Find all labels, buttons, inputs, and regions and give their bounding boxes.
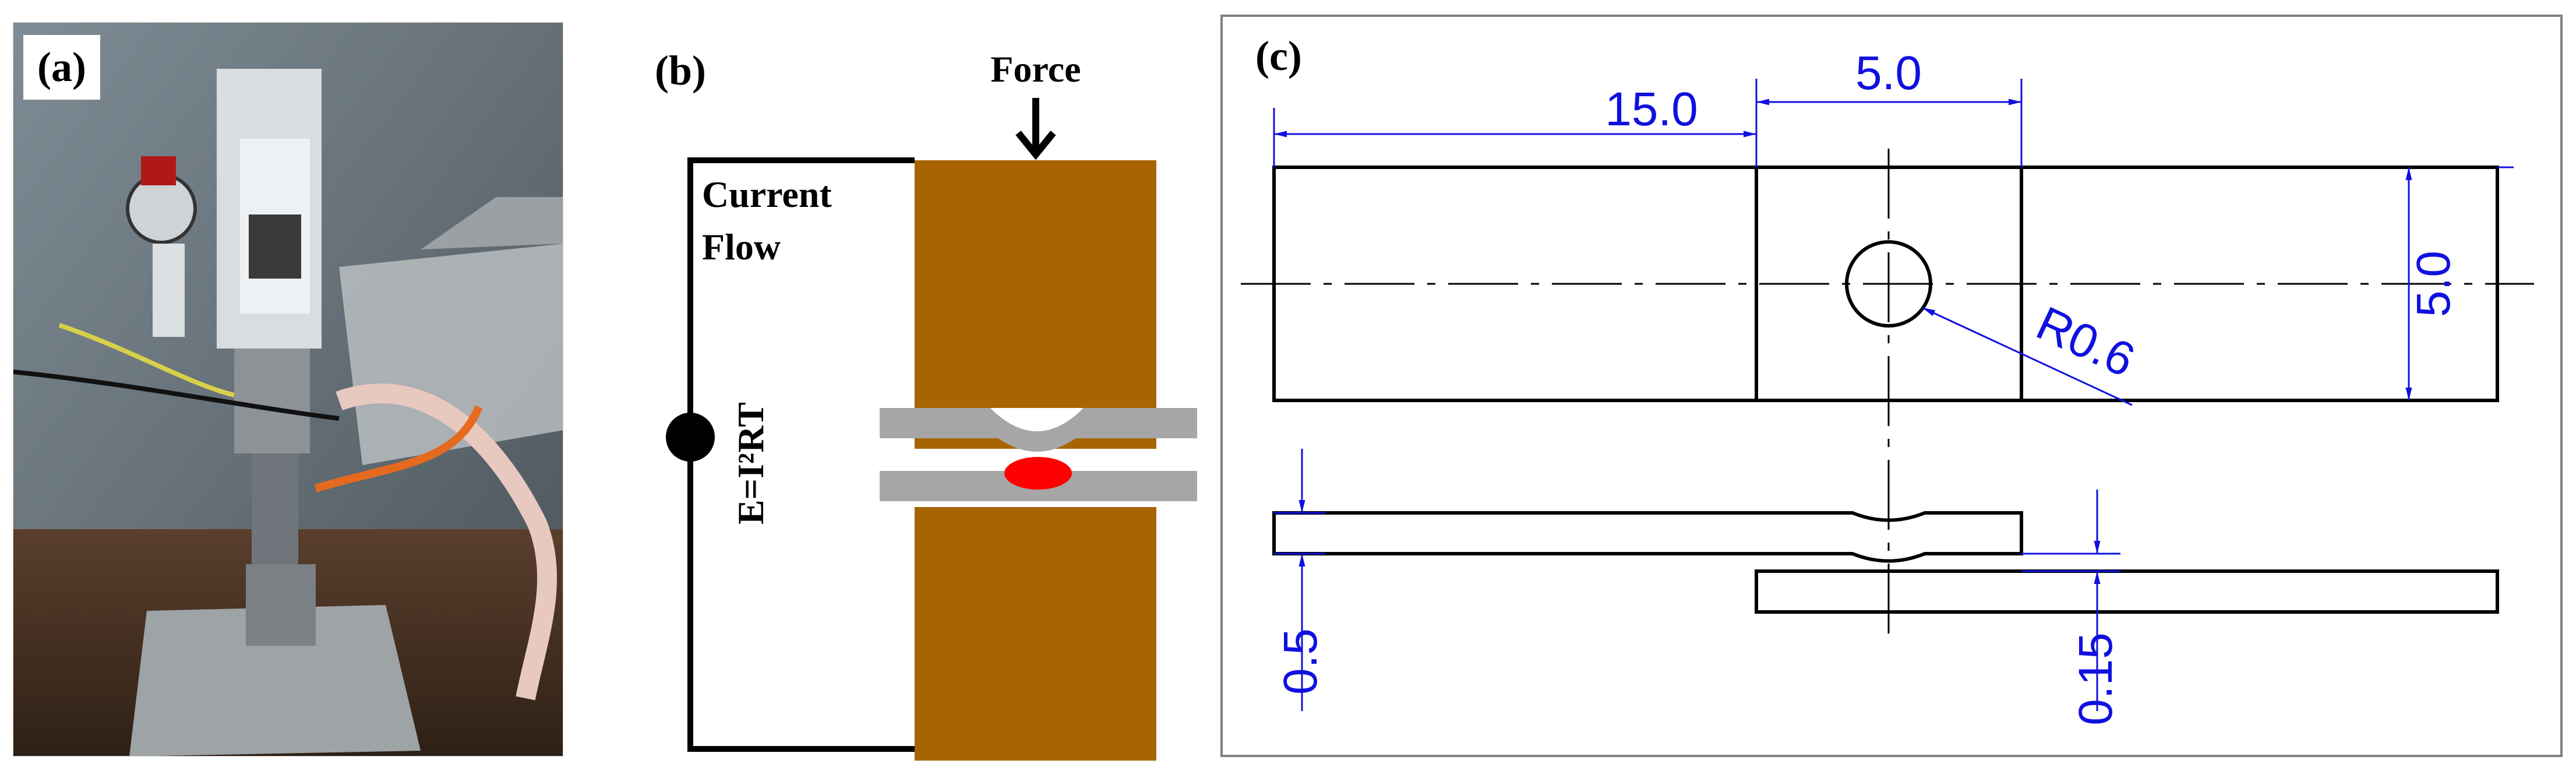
radius-leader bbox=[1922, 307, 2133, 406]
weld-nugget bbox=[1004, 457, 1072, 490]
drawing-frame bbox=[1220, 15, 2563, 757]
power-source bbox=[666, 413, 715, 462]
dim-overlap-text: 5.0 bbox=[1855, 47, 1922, 100]
panel-c-label: (c) bbox=[1255, 33, 1302, 79]
dim-width-text: 5.0 bbox=[2407, 251, 2460, 317]
panel-b-label: (b) bbox=[655, 47, 706, 94]
dim-gap-text: 0.15 bbox=[2069, 632, 2122, 726]
weld-spot-circle bbox=[1845, 240, 1932, 328]
dim-thickness-text: 0.5 bbox=[1274, 628, 1327, 695]
force-label: Force bbox=[990, 48, 1081, 90]
specimen-drawing-svg: 15.0 5.0 5.0 R0.6 0.5 0.15 bbox=[1220, 15, 2563, 757]
current-label-line2: Flow bbox=[702, 226, 781, 268]
upper-electrode bbox=[915, 160, 1156, 449]
welder-photo-image bbox=[13, 22, 563, 757]
welding-schematic-svg: Force Current Flow E=I²RT bbox=[666, 48, 1197, 761]
current-label-line1: Current bbox=[702, 174, 832, 215]
dim-length-text: 15.0 bbox=[1605, 83, 1698, 136]
specimen-drawing: 15.0 5.0 5.0 R0.6 0.5 0.15 (c) bbox=[1220, 15, 2566, 761]
welder-photo: (a) bbox=[13, 22, 563, 757]
lower-electrode bbox=[915, 507, 1156, 761]
energy-label: E=I²RT bbox=[730, 402, 771, 525]
lower-sheet-profile bbox=[1755, 569, 2499, 614]
sheet-indentation bbox=[967, 408, 1107, 452]
panel-a-label: (a) bbox=[23, 35, 100, 100]
welding-schematic: Force Current Flow E=I²RT (b) bbox=[641, 35, 1223, 764]
